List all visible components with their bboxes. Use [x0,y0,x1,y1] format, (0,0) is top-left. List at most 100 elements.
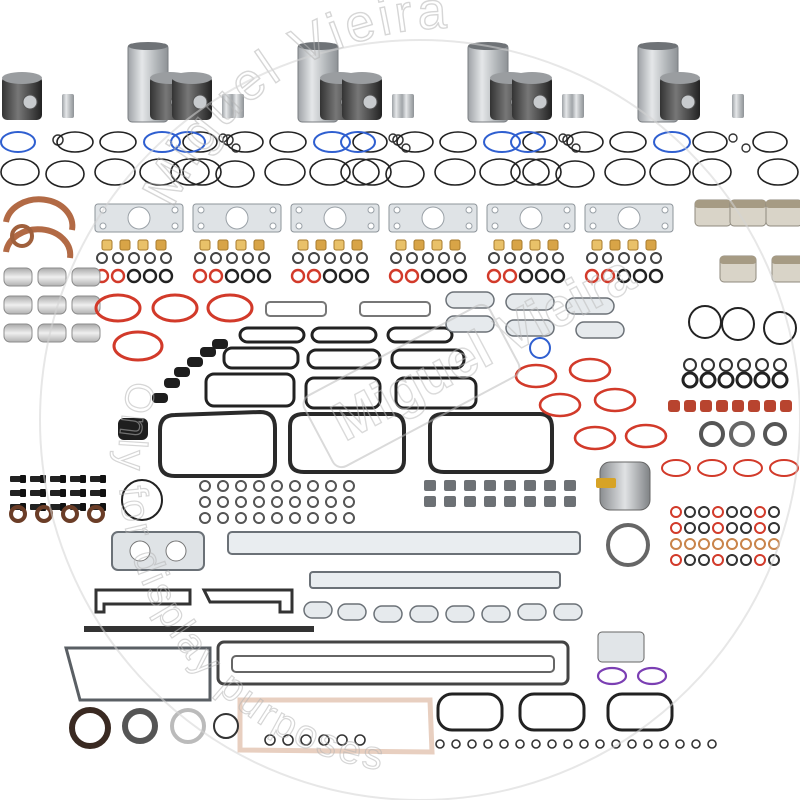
o-ring [763,311,797,345]
exhaust-flange-gasket [337,603,367,621]
valve-stem-seal [413,239,425,251]
valve-stem-seal [119,239,131,251]
crankshaft-seal [69,707,111,749]
valve-cover-gasket [204,372,296,408]
small-o-ring [199,496,211,508]
small-o-ring [217,480,229,492]
copper-seal [9,505,27,523]
bushing-edge [720,256,756,264]
piston-ring [56,131,94,153]
piston-ring [385,160,425,188]
small-o-ring [325,496,337,508]
main-bearing-shell [3,267,33,287]
valve-seal-red [700,400,712,412]
o-ring [769,459,799,477]
large-o-ring [538,392,582,418]
small-seal [324,252,336,264]
o-ring [256,268,272,284]
small-o-ring [253,512,265,524]
valve-seal-red [684,400,696,412]
bolt-head [60,489,66,497]
piston-ring [352,158,392,186]
turbo-gasket [111,531,205,571]
small-o-ring [627,739,637,749]
small-o-ring [307,480,319,492]
bolt [70,490,82,496]
small-o-ring [675,739,685,749]
large-o-ring [568,357,612,383]
small-seal [768,554,780,566]
shaft-seal [763,422,787,446]
rubber-mount [164,378,180,388]
valve-stem-seal [493,239,505,251]
bolt-head [40,489,46,497]
small-o-ring [547,739,557,749]
valve-stem-seal [627,239,639,251]
small-seal [712,506,724,518]
main-bearing-shell [37,267,67,287]
shaft-seal [729,421,755,447]
piston-ring [566,131,604,153]
bolt [30,490,42,496]
main-bearing-shell [3,295,33,315]
rubber-mount [118,418,148,440]
piston-ring [99,131,137,153]
piston-ring [757,158,799,186]
liner-top [128,42,168,50]
bolt [10,490,22,496]
piston-ring [170,131,206,153]
bolt-head [80,475,86,483]
small-seal [712,522,724,534]
valve-stem-seal [591,239,603,251]
o-ring [404,268,420,284]
bolt [50,504,62,510]
gasket-bolt-hole [393,206,401,214]
o-ring [755,358,769,372]
small-seal [712,538,724,550]
valve-stem-seal [333,239,345,251]
small-o-ring [318,734,330,746]
small-o-ring [354,734,366,746]
small-seal [128,252,140,264]
gasket-bore [225,206,249,230]
exhaust-flange-gasket [481,605,511,623]
bolt-head [80,503,86,511]
small-seal [768,522,780,534]
small-seal [602,252,614,264]
bolt [50,476,62,482]
small-o-ring [483,739,493,749]
small-o-ring [289,496,301,508]
small-seal [684,506,696,518]
piston-ring [352,131,388,153]
tappet [424,496,436,507]
gasket-bolt-hole [589,222,597,230]
valve-cover-gasket [238,326,306,344]
piston-ring [269,131,307,153]
piston-crown [512,72,552,84]
thrust-washer [10,224,34,248]
paper-gasket [237,697,435,755]
small-o-ring [451,739,461,749]
gasket-bolt-hole [563,222,571,230]
watermark-logo: Miguel Vieira [302,242,645,469]
piston-ring [340,131,376,153]
small-seal [618,252,630,264]
valve-stem-seal [609,239,621,251]
valve-cover-gasket [306,348,382,370]
o-ring [534,268,550,284]
o-ring [322,268,338,284]
o-ring [208,268,224,284]
gasket-bolt-hole [197,222,205,230]
rocker-cover-gasket [158,409,277,478]
gasket-bolt-hole [491,222,499,230]
tappet [484,480,496,491]
large-o-ring [112,330,164,362]
valve-stem-seal [235,239,247,251]
sump-gasket [216,640,570,686]
small-o-ring [531,739,541,749]
bolt-head [20,475,26,483]
small-o-ring [307,496,319,508]
cover-gasket [436,692,504,732]
cover-gasket [518,692,586,732]
small-seal [454,252,466,264]
